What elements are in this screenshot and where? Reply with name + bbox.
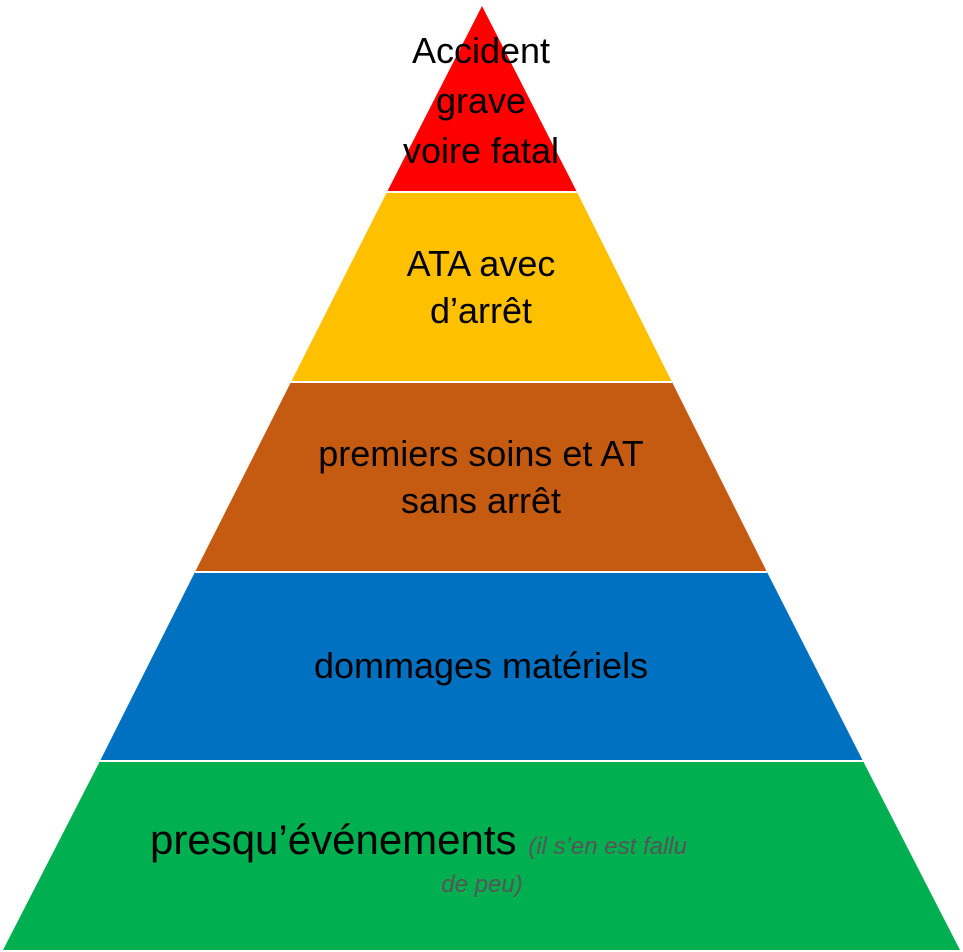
tier-accident-grave <box>387 6 577 192</box>
tier-presqu-label-main: presqu’événements (il s’en est fallu <box>150 812 780 875</box>
tier-accident-line-2: grave <box>435 80 527 121</box>
tier-ata-line-1: ATA avec <box>406 243 556 284</box>
tier-premiers-soins-line-2: sans arrêt <box>400 480 562 521</box>
tier-ata-line-2: d’arrêt <box>429 290 533 331</box>
tier-accident-line-1: Accident <box>411 30 551 71</box>
tier-presqu-note-2: de peu) <box>441 871 523 898</box>
tier-dommages-line-1: dommages matériels <box>313 645 649 686</box>
tier-premiers-soins <box>195 382 767 572</box>
tier-presqu-label-note: de peu) <box>382 868 582 902</box>
tier-ata-avec-arret <box>291 192 672 382</box>
tier-accident-label: Accident grave voire fatal <box>381 26 581 176</box>
tier-separators <box>100 191 863 762</box>
tier-ata-label: ATA avec d’arrêt <box>331 240 631 334</box>
tier-accident-line-3: voire fatal <box>402 130 560 171</box>
tier-dommages-materiels <box>100 572 863 761</box>
tier-dommages-label: dommages matériels <box>231 642 731 689</box>
tier-premiers-soins-line-1: premiers soins et AT <box>318 433 644 474</box>
tier-presqu-main-text: presqu’événements <box>150 816 517 863</box>
tier-presqu-note-1: (il s’en est fallu <box>528 833 687 860</box>
tier-presqu-evenements <box>3 761 960 950</box>
tier-premiers-soins-label: premiers soins et AT sans arrêt <box>231 430 731 524</box>
